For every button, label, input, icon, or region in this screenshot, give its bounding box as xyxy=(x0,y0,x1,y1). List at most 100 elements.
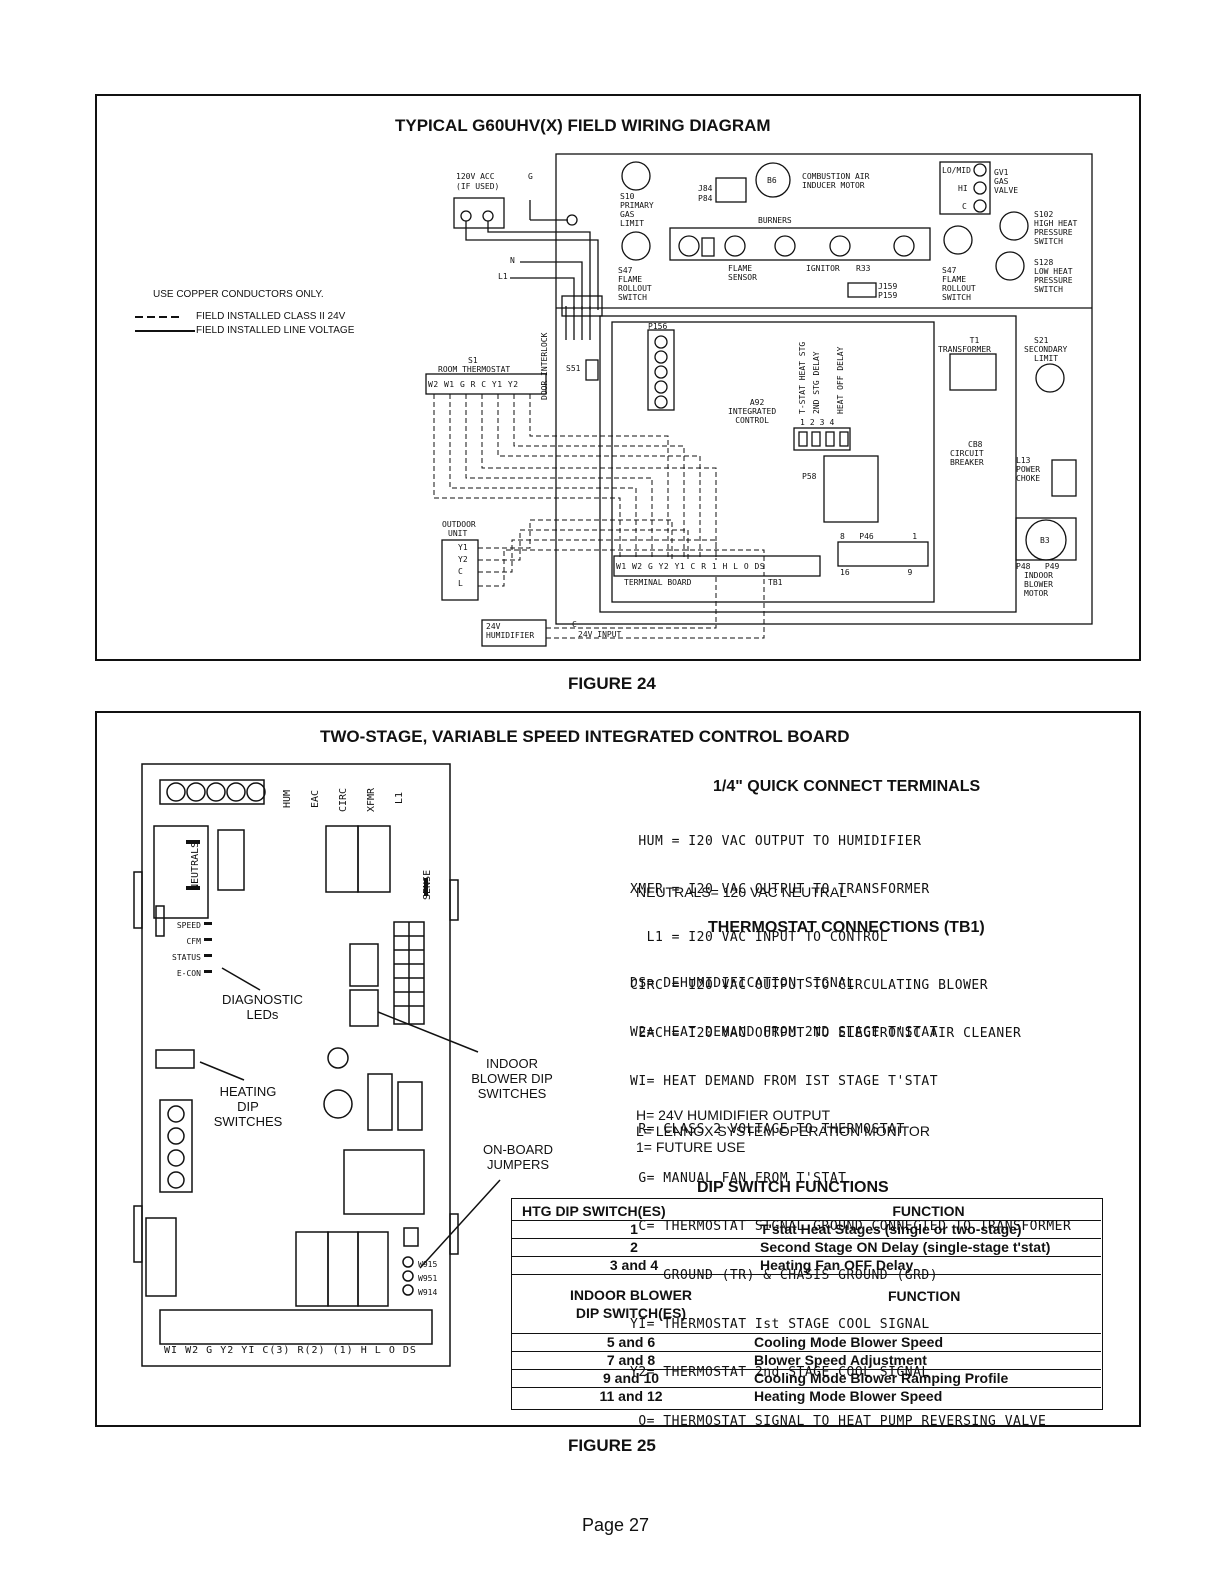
hum-terminal-label: HUM xyxy=(282,789,293,808)
dip-function-cell: Cooling Mode Blower Ramping Profile xyxy=(754,1370,1009,1386)
valve-c-label: C xyxy=(962,202,967,211)
thermostat-connections-heading: THERMOSTAT CONNECTIONS (TB1) xyxy=(708,919,985,936)
ignitor-label: IGNITOR xyxy=(806,264,840,273)
neutrals-label: NEUTRALS xyxy=(190,841,201,890)
circ-terminal-label: CIRC xyxy=(338,787,349,812)
blower-function-header: FUNCTION xyxy=(888,1288,961,1304)
burners-label: BURNERS xyxy=(758,216,792,225)
tb-terminals: W1 W2 G Y2 Y1 C R 1 H L O DS xyxy=(616,562,766,571)
figure-25-caption: FIGURE 25 xyxy=(568,1436,656,1455)
input-label: 24V INPUT xyxy=(578,630,622,639)
figure-25-title: TWO-STAGE, VARIABLE SPEED INTEGRATED CON… xyxy=(320,727,850,746)
thermostat-connections-extra: H= 24V HUMIDIFIER OUTPUT L= LENNOX SYSTE… xyxy=(636,1107,930,1155)
dip-function-cell: Second Stage ON Delay (single-stage t'st… xyxy=(760,1239,1051,1255)
ground-label: G xyxy=(528,172,533,181)
legend-solid-line xyxy=(135,330,195,332)
dip-function-cell: Heating Fan OFF Delay xyxy=(760,1257,914,1273)
page-number: Page 27 xyxy=(582,1515,650,1535)
dip-function-cell: Heating Mode Blower Speed xyxy=(754,1388,943,1404)
valve-hi-label: HI xyxy=(958,184,968,193)
neutral-label: N xyxy=(510,256,515,265)
legend-dashed-label: FIELD INSTALLED CLASS II 24V xyxy=(196,311,346,322)
figure-24-title: TYPICAL G60UHV(X) FIELD WIRING DIAGRAM xyxy=(395,116,771,135)
dip-function-cell: Cooling Mode Blower Speed xyxy=(754,1334,944,1350)
control-board-drawing xyxy=(133,763,501,1367)
p46-label: 8 P46 1 xyxy=(840,532,918,541)
dip-table-frame xyxy=(511,1198,1103,1410)
dip-switch-cell: 5 and 6 xyxy=(606,1334,656,1350)
figure-24-caption: FIGURE 24 xyxy=(568,674,656,693)
eac-terminal-label: EAC xyxy=(310,789,321,808)
c-label: C xyxy=(572,620,577,629)
dip-switch-cell: 3 and 4 xyxy=(609,1257,659,1273)
htg-dip-table: HTG DIP SWITCH(ES) FUNCTION 1 T'stat Hea… xyxy=(512,1203,1101,1275)
table-row: 9 and 10 Cooling Mode Blower Ramping Pro… xyxy=(512,1370,1101,1388)
dip-switch-cell: 1 xyxy=(630,1221,638,1237)
legend-dashed-line xyxy=(135,316,180,318)
blower-dip-table: 5 and 6 Cooling Mode Blower Speed 7 and … xyxy=(512,1333,1101,1405)
sense-label: SENSE xyxy=(422,869,433,900)
legend-heading: USE COPPER CONDUCTORS ONLY. xyxy=(153,289,324,300)
r33-label: R33 xyxy=(856,264,871,273)
quick-connect-heading: 1/4" QUICK CONNECT TERMINALS xyxy=(713,778,981,795)
b3-label: B3 xyxy=(1040,536,1050,545)
b6-label: B6 xyxy=(767,176,777,185)
figure-24-frame xyxy=(95,94,1141,661)
j84-label: J84 xyxy=(698,184,713,193)
thermostat-connections-list: DS= DEHUMIDIFICATION SIGNAL W2= HEAT DEM… xyxy=(630,976,1072,1429)
p46-bottom-label: 16 9 xyxy=(840,568,913,577)
neutrals-note: NEUTRALS= 120 VAC NEUTRAL xyxy=(636,884,847,900)
table-row: 3 and 4 Heating Fan OFF Delay xyxy=(512,1257,1101,1275)
dip-functions-heading: DIP SWITCH FUNCTIONS xyxy=(697,1179,889,1196)
table-row: 11 and 12 Heating Mode Blower Speed xyxy=(512,1388,1101,1406)
p156-label: P156 xyxy=(648,322,668,331)
quick-connect-list: HUM = I20 VAC OUTPUT TO HUMIDIFIER XMFR … xyxy=(630,834,1022,1041)
dip-function-cell: Blower Speed Adjustment xyxy=(754,1352,927,1368)
table-row: 7 and 8 Blower Speed Adjustment xyxy=(512,1352,1101,1370)
dip-switch-cell: 7 and 8 xyxy=(606,1352,656,1368)
table-row: 2 Second Stage ON Delay (single-stage t'… xyxy=(512,1239,1101,1257)
p84-label: P84 xyxy=(698,194,713,203)
dip-switch-cell: 9 and 10 xyxy=(602,1370,660,1386)
dip-switch-cell: 2 xyxy=(630,1239,638,1255)
xfmr-terminal-label: XFMR xyxy=(366,787,377,812)
thermostat-terminals: W2 W1 G R C Y1 Y2 xyxy=(428,380,519,389)
l1-terminal-label: L1 xyxy=(394,791,405,804)
legend-solid-label: FIELD INSTALLED LINE VOLTAGE xyxy=(196,325,355,336)
htg-header: HTG DIP SWITCH(ES) xyxy=(522,1203,666,1219)
valve-lo-label: LO/MID xyxy=(942,166,971,175)
p58-label: P58 xyxy=(802,472,817,481)
dip-function-cell: T'stat Heat Stages (single or two-stage) xyxy=(760,1221,1022,1237)
htg-function-header: FUNCTION xyxy=(892,1203,965,1219)
acc-label-2: (IF USED) xyxy=(456,182,500,191)
dip-switch-cell: 11 and 12 xyxy=(599,1388,663,1404)
furnace-wiring-drawing xyxy=(425,153,1093,647)
terminal-board-label: TERMINAL BOARD xyxy=(624,578,692,587)
board-terminal-labels: WI W2 G Y2 YI C(3) R(2) (1) H L O DS xyxy=(164,1345,417,1356)
